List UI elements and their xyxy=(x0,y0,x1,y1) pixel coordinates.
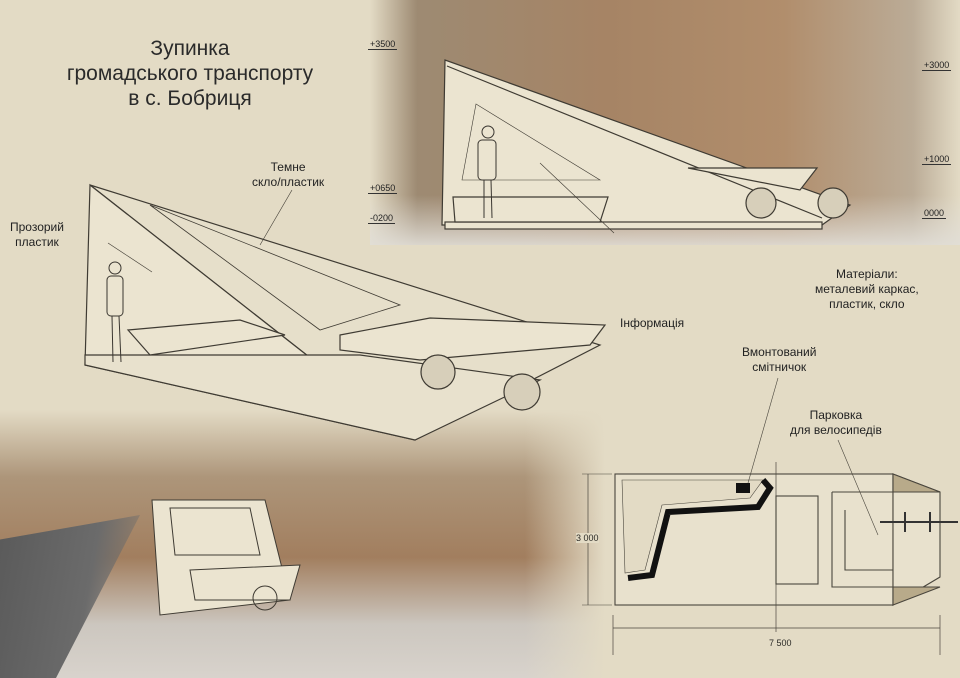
dimension-width: 7 500 xyxy=(763,638,798,648)
level-mark: +3000 xyxy=(922,60,952,71)
label-line: пластик, скло xyxy=(829,297,905,311)
label-bike-parking: Парковка для велосипедів xyxy=(790,408,882,438)
level-mark: -0200 xyxy=(368,213,396,224)
dimension-depth: 3 000 xyxy=(576,533,599,543)
level-mark: +3500 xyxy=(368,39,398,50)
label-line: для велосипедів xyxy=(790,423,882,437)
title-line: в с. Бобриця xyxy=(128,87,252,110)
label-materials: Матеріали: металевий каркас, пластик, ск… xyxy=(815,267,919,312)
label-line: пластик xyxy=(15,235,59,249)
trash-bin-mark xyxy=(736,483,750,493)
label-line: смітничок xyxy=(752,360,807,374)
label-line: Матеріали: xyxy=(836,267,898,281)
label-trash-bin: Вмонтований смітничок xyxy=(742,345,816,375)
label-line: Темне xyxy=(270,160,306,174)
axonometric-drawing xyxy=(84,183,607,441)
person-figure xyxy=(477,125,497,219)
bike-plan-icon xyxy=(880,512,958,532)
level-mark: 0000 xyxy=(922,208,947,219)
label-line: металевий каркас, xyxy=(815,282,919,296)
title-line: громадського транспорту xyxy=(66,62,314,85)
label-line: скло/пластик xyxy=(252,175,325,189)
level-mark: +0650 xyxy=(368,183,398,194)
elevation-drawing xyxy=(441,59,852,234)
plan-drawing xyxy=(582,377,941,655)
title-line: Зупинка xyxy=(150,37,230,60)
poster-title: Зупинка громадського транспорту в с. Боб… xyxy=(40,36,340,111)
label-line: Парковка xyxy=(809,408,863,422)
label-information: Інформація xyxy=(620,316,685,330)
label-line: Прозорий xyxy=(10,220,64,234)
label-dark-glass: Темне скло/пластик xyxy=(252,160,324,190)
site-rendering xyxy=(151,499,301,616)
label-line: Вмонтований xyxy=(742,345,817,359)
label-clear-plastic: Прозорий пластик xyxy=(10,220,64,250)
level-mark: +1000 xyxy=(922,154,952,165)
person-figure xyxy=(106,261,124,363)
